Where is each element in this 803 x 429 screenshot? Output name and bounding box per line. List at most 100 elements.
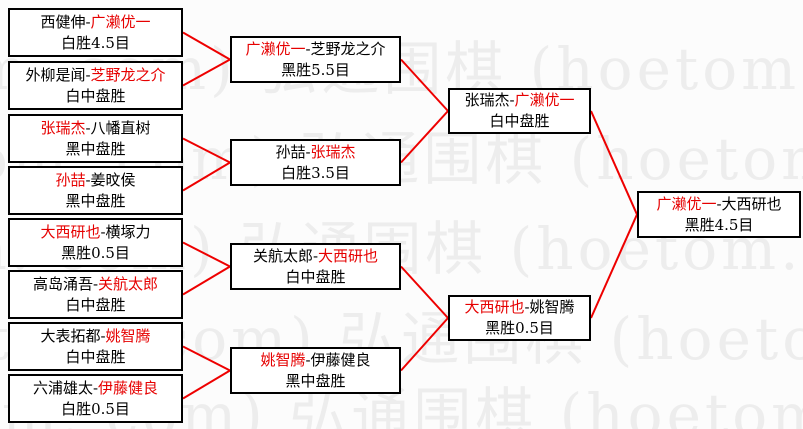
match-result: 白胜3.5目 <box>281 163 350 182</box>
match-result: 黑中盘胜 <box>285 371 346 390</box>
players-separator: - <box>92 378 99 397</box>
players-separator: - <box>85 65 91 84</box>
players-separator: - <box>305 39 311 58</box>
match-players: 姚智腾-伊藤健良 <box>260 350 370 371</box>
match-players: 六浦雄太-伊藤健良 <box>33 378 158 399</box>
match-players: 张瑞杰-广濑优一 <box>464 90 574 111</box>
match-result: 黑胜0.5目 <box>485 319 554 337</box>
match-result: 白胜4.5目 <box>61 33 130 52</box>
player-name: 伊藤健良 <box>310 350 371 369</box>
winner-name: 关航太郎 <box>98 274 159 293</box>
match-box-round-1-7: 大表拓都-姚智腾白中盘胜 <box>8 322 183 371</box>
match-players: 大西研也-横塚力 <box>40 222 150 243</box>
match-box-semifinals-1: 张瑞杰-广濑优一白中盘胜 <box>448 88 591 134</box>
match-result: 白中盘胜 <box>65 347 126 366</box>
players-separator: - <box>85 118 91 137</box>
player-name: 芝野龙之介 <box>310 39 386 58</box>
winner-name: 广濑优一 <box>656 194 717 213</box>
match-result: 黑中盘胜 <box>65 191 126 210</box>
player-name: 姜旼侯 <box>90 170 136 189</box>
player-name: 姚智腾 <box>529 298 575 316</box>
player-name: 西健伸 <box>40 12 86 31</box>
match-box-round-1-8: 六浦雄太-伊藤健良白胜0.5目 <box>8 374 183 423</box>
winner-name: 伊藤健良 <box>98 378 159 397</box>
match-players: 西健伸-广濑优一 <box>40 12 150 33</box>
match-players: 孙喆-张瑞杰 <box>275 142 355 163</box>
match-box-round-1-4: 孙喆-姜旼侯黑中盘胜 <box>8 166 183 215</box>
bracket-connector <box>182 161 231 192</box>
bracket-connector <box>182 58 231 87</box>
winner-name: 姚智腾 <box>105 326 151 345</box>
players-separator: - <box>716 194 722 213</box>
player-name: 高岛涌吾 <box>32 274 93 293</box>
winner-name: 广濑优一 <box>245 39 306 58</box>
bracket-connector <box>182 137 231 164</box>
bracket-connector <box>182 265 231 296</box>
winner-name: 广濑优一 <box>90 12 151 31</box>
players-separator: - <box>85 170 91 189</box>
match-result: 白中盘胜 <box>65 86 126 105</box>
match-players: 外柳是闻-芝野龙之介 <box>25 65 165 86</box>
match-players: 大西研也-姚智腾 <box>464 297 574 318</box>
player-name: 横塚力 <box>105 222 151 241</box>
match-result: 黑胜5.5目 <box>281 60 350 79</box>
match-players: 大表拓都-姚智腾 <box>40 326 150 347</box>
players-separator: - <box>100 222 106 241</box>
players-separator: - <box>305 350 311 369</box>
bracket-connector <box>590 110 638 215</box>
match-result: 白中盘胜 <box>65 295 126 314</box>
winner-name: 大西研也 <box>464 298 525 316</box>
match-players: 广濑优一-芝野龙之介 <box>245 39 385 60</box>
players-separator: - <box>509 91 515 109</box>
match-box-round-1-6: 高岛涌吾-关航太郎白中盘胜 <box>8 270 183 319</box>
bracket-connector <box>400 265 449 319</box>
match-box-round-2-2: 孙喆-张瑞杰白胜3.5目 <box>230 139 401 186</box>
player-name: 孙喆 <box>275 142 306 161</box>
winner-name: 大西研也 <box>40 222 101 241</box>
bracket-connector <box>182 369 231 400</box>
match-players: 关航太郎-大西研也 <box>253 246 378 267</box>
match-result: 黑胜4.5目 <box>684 215 754 234</box>
match-box-round-1-2: 外柳是闻-芝野龙之介白中盘胜 <box>8 61 183 110</box>
players-separator: - <box>305 142 311 161</box>
match-box-semifinals-2: 大西研也-姚智腾黑胜0.5目 <box>448 295 591 341</box>
player-name: 六浦雄太 <box>32 378 93 397</box>
match-players: 广濑优一-大西研也 <box>656 194 781 215</box>
winner-name: 孙喆 <box>55 170 86 189</box>
match-result: 白胜0.5目 <box>61 399 130 418</box>
match-box-round-2-1: 广濑优一-芝野龙之介黑胜5.5目 <box>230 36 401 83</box>
match-players: 高岛涌吾-关航太郎 <box>33 274 158 295</box>
match-box-round-2-3: 关航太郎-大西研也白中盘胜 <box>230 243 401 290</box>
match-players: 张瑞杰-八幡直树 <box>40 118 150 139</box>
players-separator: - <box>100 326 106 345</box>
players-separator: - <box>92 274 99 293</box>
winner-name: 姚智腾 <box>260 350 306 369</box>
players-separator: - <box>85 12 91 31</box>
match-players: 孙喆-姜旼侯 <box>55 170 135 191</box>
player-name: 关航太郎 <box>252 246 313 265</box>
bracket-connector <box>182 31 231 61</box>
match-result: 白中盘胜 <box>285 267 346 286</box>
bracket-connector <box>182 241 231 268</box>
winner-name: 张瑞杰 <box>310 142 356 161</box>
bracket-connector <box>400 317 449 372</box>
match-result: 白中盘胜 <box>489 112 550 130</box>
winner-name: 广濑优一 <box>514 91 575 109</box>
players-separator: - <box>524 298 530 316</box>
player-name: 八幡直树 <box>90 118 151 137</box>
bracket-connector <box>182 345 231 372</box>
match-result: 黑中盘胜 <box>65 139 126 158</box>
match-box-final-1: 广濑优一-大西研也黑胜4.5目 <box>637 191 801 238</box>
players-separator: - <box>312 246 319 265</box>
match-box-round-1-1: 西健伸-广濑优一白胜4.5目 <box>8 8 183 57</box>
player-name: 张瑞杰 <box>464 91 510 109</box>
player-name: 大西研也 <box>721 194 782 213</box>
match-box-round-1-3: 张瑞杰-八幡直树黑中盘胜 <box>8 114 183 163</box>
bracket-connector <box>400 110 449 164</box>
match-result: 黑胜0.5目 <box>61 243 130 262</box>
match-box-round-2-4: 姚智腾-伊藤健良黑中盘胜 <box>230 347 401 394</box>
bracket-connector <box>400 58 449 112</box>
winner-name: 大西研也 <box>318 246 379 265</box>
player-name: 外柳是闻 <box>25 65 86 84</box>
